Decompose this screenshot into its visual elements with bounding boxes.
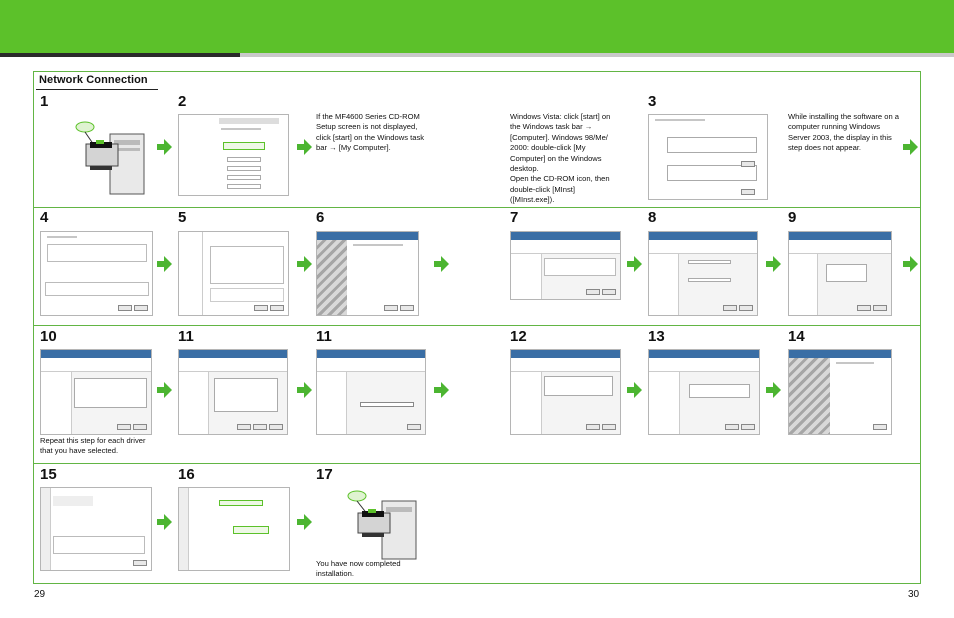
arrow-right-icon [157,256,172,272]
screenshot-license-agreement [178,231,289,316]
row-divider [33,325,921,326]
step-number: 2 [178,93,187,110]
step-number: 1 [40,93,49,110]
screenshot-confirm-settings [178,349,288,435]
arrow-right-icon [297,382,312,398]
step-number: 8 [648,209,657,226]
section-title-underline [36,89,158,90]
screenshot-easy-installation [40,231,153,316]
screenshot-welcome-wizard [316,231,419,316]
step-number: 11 [178,328,194,345]
note-mf4600: If the MF4600 Series CD-ROM Setup screen… [316,112,425,153]
arrow-right-icon [434,382,449,398]
arrow-right-icon [297,139,312,155]
step-number: 10 [40,328,57,345]
header-rule-dark [0,53,240,57]
step-number: 15 [40,466,57,483]
page-number-right: 30 [908,589,920,600]
step-number: 4 [40,209,49,226]
screenshot-installing [316,349,426,435]
step-number: 13 [648,328,665,345]
section-title: Network Connection [39,74,148,86]
arrow-right-icon [157,382,172,398]
arrow-right-icon [627,256,642,272]
note-completed: You have now completed installation. [316,559,401,579]
arrow-right-icon [297,256,312,272]
arrow-right-icon [903,139,918,155]
step-number: 9 [788,209,797,226]
screenshot-install-complete [788,349,892,435]
screenshot-setup-terminated [178,487,290,571]
step-number: 7 [510,209,519,226]
screenshot-custom-settings [40,349,152,435]
note-server2003: While installing the software on a compu… [788,112,900,153]
row-divider [33,207,921,208]
screenshot-install-progress [40,487,152,571]
arrow-right-icon [297,514,312,530]
step-number: 16 [178,466,195,483]
header-bar [0,0,954,53]
arrow-right-icon [157,514,172,530]
page-number-left: 29 [34,589,46,600]
arrow-right-icon [627,382,642,398]
screenshot-connection-type [648,114,768,200]
computer-printer-icon [75,121,145,195]
step-number: 14 [788,328,805,345]
step-number: 17 [316,466,333,483]
step-number: 3 [648,93,657,110]
header-rule-grey [240,53,954,57]
content-frame [33,71,921,584]
arrow-right-icon [766,382,781,398]
arrow-right-icon [903,256,918,272]
screenshot-default-printer [510,349,621,435]
note-vista: Windows Vista: click [start] on the Wind… [510,112,611,205]
step-number: 12 [510,328,527,345]
row-divider [33,463,921,464]
screenshot-select-device [510,231,621,300]
arrow-right-icon [766,256,781,272]
screenshot-cdrom-setup [178,114,289,196]
screenshot-select-driver [648,231,758,316]
screenshot-select-driver-list [788,231,892,316]
step-number: 6 [316,209,325,226]
screenshot-print-test-page [648,349,760,435]
arrow-right-icon [157,139,172,155]
note-repeat: Repeat this step for each driver that yo… [40,436,146,456]
step-number: 5 [178,209,187,226]
computer-printer-icon [347,490,417,560]
step-number: 11 [316,328,332,345]
arrow-right-icon [434,256,449,272]
